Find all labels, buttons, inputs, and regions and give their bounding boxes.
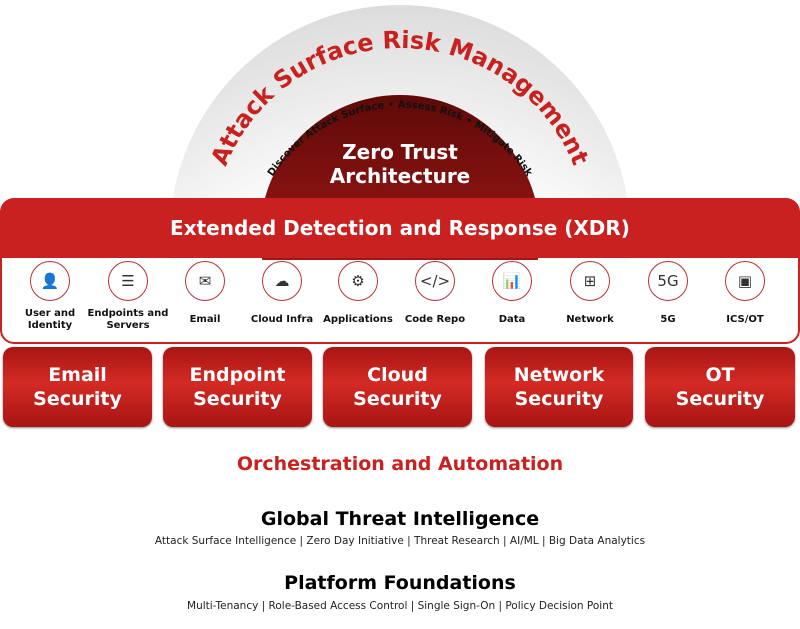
capability-cloud-infra: ☁ Cloud Infra: [240, 261, 324, 333]
network-icon: ⊞: [570, 261, 610, 301]
app-gear-icon: ⚙: [338, 261, 378, 301]
capability-label: Cloud Infra: [250, 314, 314, 325]
platform-items: Multi-Tenancy | Role-Based Access Contro…: [187, 600, 613, 612]
capability-label: Applications: [323, 314, 393, 325]
code-icon: </>: [415, 261, 455, 301]
chart-monitor-icon: 📊: [492, 261, 532, 301]
capability-label: Data: [498, 314, 526, 325]
security-line1: OT: [705, 364, 735, 386]
capability-label: 5G: [660, 314, 676, 325]
dome-line2: Architecture: [329, 164, 471, 188]
security-line2: Security: [193, 388, 282, 410]
xdr-bar: Extended Detection and Response (XDR): [0, 198, 800, 258]
capability-endpoints-and-servers: ☰ Endpoints and Servers: [86, 261, 170, 333]
security-line1: Network: [513, 364, 605, 386]
user-identity-icon: 👤: [30, 261, 70, 301]
gti-heading: Global Threat Intelligence: [260, 508, 540, 530]
security-line1: Endpoint: [189, 364, 286, 386]
capability-email: ✉ Email: [163, 261, 247, 333]
capabilities-panel: [0, 240, 800, 344]
capability-network: ⊞ Network: [548, 261, 632, 333]
security-line2: Security: [514, 388, 604, 410]
capability-ics-ot: ▣ ICS/OT: [703, 261, 787, 333]
capability-data: 📊 Data: [470, 261, 554, 333]
gti-items: Attack Surface Intelligence | Zero Day I…: [154, 535, 646, 547]
dome-line1: Zero Trust: [342, 140, 458, 164]
capability-applications: ⚙ Applications: [316, 261, 400, 333]
capability-5g: 5G 5G: [626, 261, 710, 333]
capability-label: Network: [566, 314, 614, 325]
capability-label: Email: [189, 314, 221, 325]
capability-label: ICS/OT: [726, 314, 764, 325]
capability-label: User and Identity: [24, 308, 76, 331]
envelope-icon: ✉: [185, 261, 225, 301]
platform-heading: Platform Foundations: [284, 572, 516, 594]
server-icon: ☰: [108, 261, 148, 301]
5g-icon: 5G: [648, 261, 688, 301]
orchestration-heading: Orchestration and Automation: [236, 453, 564, 475]
capability-label: Code Repo: [404, 314, 466, 325]
security-line2: Security: [353, 388, 442, 410]
capability-code-repo: </> Code Repo: [393, 261, 477, 333]
capability-label: Endpoints and Servers: [87, 308, 169, 331]
chip-icon: ▣: [725, 261, 765, 301]
security-line1: Cloud: [367, 364, 428, 386]
cloud-icon: ☁: [262, 261, 302, 301]
capability-user-and-identity: 👤 User and Identity: [8, 261, 92, 333]
security-line1: Email: [48, 364, 107, 386]
security-line2: Security: [675, 388, 765, 410]
security-line2: Security: [33, 388, 122, 410]
